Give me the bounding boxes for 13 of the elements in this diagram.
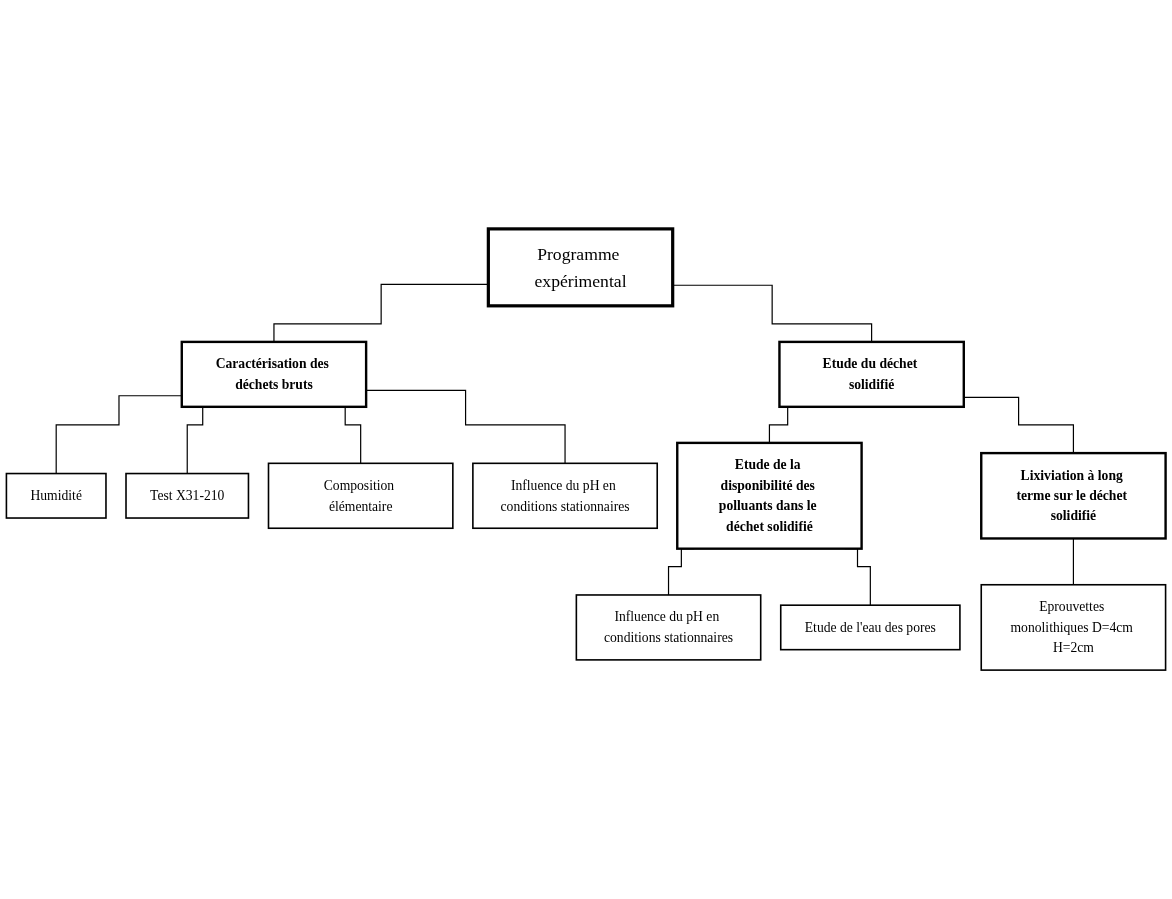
node-box: Eprouvettes monolithiques D=4cm H=2cm bbox=[980, 583, 1167, 671]
node-box: Lixiviation à long terme sur le déchet solidifié bbox=[980, 451, 1167, 540]
node-box: Etude du déchet solidifié bbox=[778, 340, 965, 408]
node-box: Etude de l'eau des pores bbox=[779, 604, 961, 651]
node-box: Programme expérimental bbox=[486, 227, 675, 308]
node-box: Composition élémentaire bbox=[267, 462, 454, 530]
node-box: Humidité bbox=[5, 472, 107, 519]
node-box: Caractérisation des déchets bruts bbox=[180, 340, 368, 408]
node-box: Test X31-210 bbox=[125, 472, 250, 519]
connector bbox=[963, 396, 1074, 454]
node-box: Influence du pH en conditions stationnaires bbox=[575, 594, 762, 661]
node-box: Influence du pH en conditions stationnaires bbox=[472, 462, 658, 530]
node-box: Etude de la disponibilité des polluants dans le déchet solidifié bbox=[676, 441, 863, 550]
